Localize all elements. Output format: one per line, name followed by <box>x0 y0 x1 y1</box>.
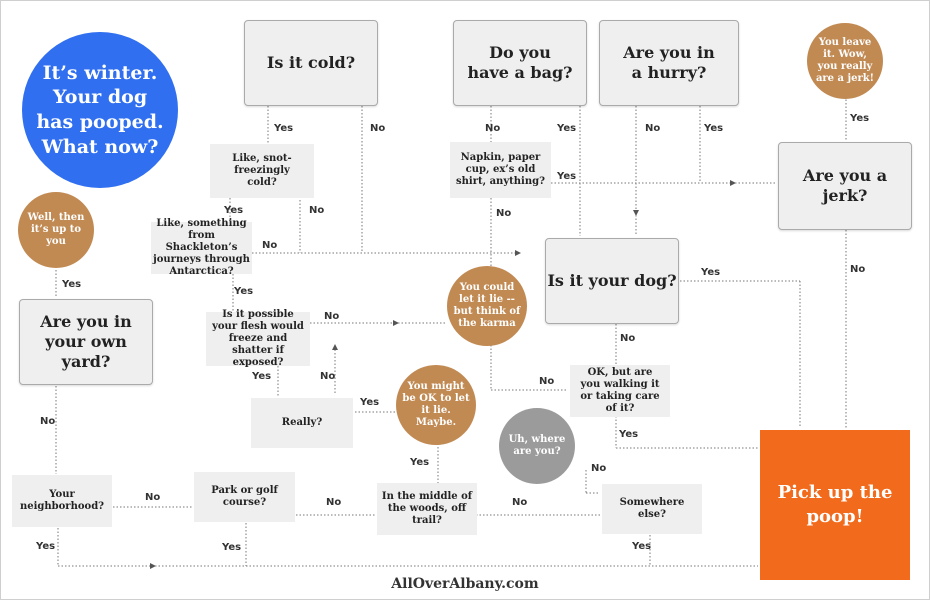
label-neighborhood-yes: Yes <box>36 541 56 552</box>
final-pick-up: Pick up the poop! <box>760 430 910 580</box>
start-circle: It’s winter. Your dog has pooped. What n… <box>22 32 178 188</box>
footer-credit: AllOverAlbany.com <box>391 576 539 592</box>
question-jerk: Are you a jerk? <box>778 142 912 230</box>
label-bag-no: No <box>485 123 501 134</box>
question-woods: In the middle of the woods, off trail? <box>377 483 477 535</box>
question-snot: Like, snot-freezingly cold? <box>210 144 314 198</box>
circle-where: Uh, where are you? <box>499 408 575 484</box>
label-woods-no: No <box>512 497 528 508</box>
label-yard-no: No <box>40 416 56 427</box>
label-cold-no: No <box>370 123 386 134</box>
label-leave-yes: Yes <box>850 113 870 124</box>
label-napkin-yes: Yes <box>557 171 577 182</box>
question-neighborhood: Your neighborhood? <box>12 475 112 527</box>
label-napkin-no: No <box>496 208 512 219</box>
label-cold-yes: Yes <box>274 123 294 134</box>
question-hurry: Are you in a hurry? <box>599 20 739 106</box>
label-hurry-yes: Yes <box>704 123 724 134</box>
label-neighborhood-no: No <box>145 492 161 503</box>
label-park-no: No <box>326 497 342 508</box>
label-walking-yes: Yes <box>619 429 639 440</box>
circle-leave-it: You leave it. Wow, you really are a jerk… <box>807 23 883 99</box>
question-flesh: Is it possible your flesh would freeze a… <box>206 309 310 368</box>
question-bag: Do you have a bag? <box>453 20 587 106</box>
label-shackleton-no: No <box>262 240 278 251</box>
label-ok-yes: Yes <box>410 457 430 468</box>
label-bag-yes: Yes <box>557 123 577 134</box>
label-snot-yes: Yes <box>224 205 244 216</box>
question-really: Really? <box>251 398 353 448</box>
label-where-no: No <box>591 463 607 474</box>
question-elsewhere: Somewhere else? <box>602 484 702 534</box>
label-jerk-no: No <box>850 264 866 275</box>
circle-ok-to-lie: You might be OK to let it lie. Maybe. <box>396 365 476 445</box>
label-really-yes: Yes <box>360 397 380 408</box>
label-shackleton-yes: Yes <box>234 286 254 297</box>
label-snot-no: No <box>309 205 325 216</box>
question-walking: OK, but are you walking it or taking car… <box>570 365 670 417</box>
question-shackleton: Like, something from Shackleton’s journe… <box>151 218 252 277</box>
label-your-dog-no: No <box>620 333 636 344</box>
label-really-no: No <box>320 371 336 382</box>
label-flesh-yes: Yes <box>252 371 272 382</box>
label-karma-no: No <box>539 376 555 387</box>
label-up-to-you-yes: Yes <box>62 279 82 290</box>
question-park: Park or golf course? <box>194 472 295 522</box>
question-your-dog: Is it your dog? <box>545 238 679 324</box>
label-flesh-no: No <box>324 311 340 322</box>
question-yard: Are you in your own yard? <box>19 299 153 385</box>
label-hurry-no: No <box>645 123 661 134</box>
label-park-yes: Yes <box>222 542 242 553</box>
question-cold: Is it cold? <box>244 20 378 106</box>
circle-karma: You could let it lie -- but think of the… <box>447 266 527 346</box>
question-napkin: Napkin, paper cup, ex’s old shirt, anyth… <box>450 142 551 198</box>
label-elsewhere-yes: Yes <box>632 541 652 552</box>
circle-up-to-you: Well, then it’s up to you <box>18 192 94 268</box>
label-your-dog-yes: Yes <box>701 267 721 278</box>
